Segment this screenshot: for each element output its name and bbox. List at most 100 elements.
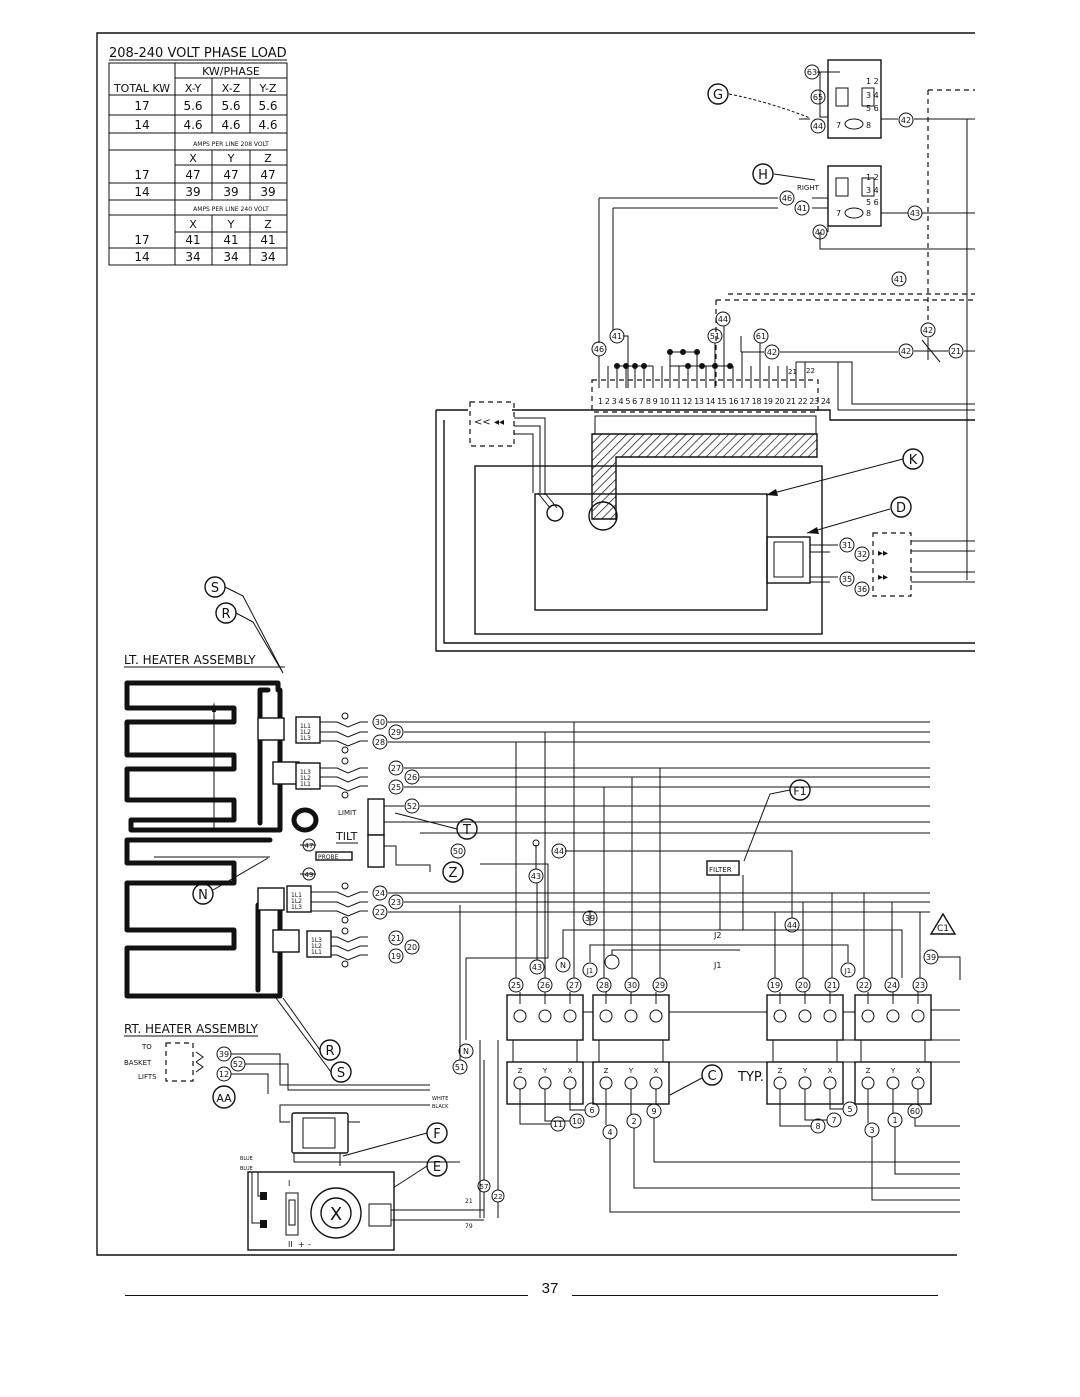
controller-board: [534, 493, 768, 611]
svg-text:36: 36: [857, 585, 867, 594]
svg-text:8: 8: [866, 209, 871, 218]
callout-h: H: [752, 163, 816, 185]
svg-text:44: 44: [787, 921, 797, 930]
svg-text:II: II: [288, 1240, 293, 1249]
svg-text:20: 20: [798, 981, 808, 990]
thermostat-connector: [469, 401, 515, 447]
table-cell: 5.6: [258, 99, 277, 113]
svg-text:39: 39: [219, 1050, 229, 1059]
wire-labels-middle: 43 44 39 44 J2 J1: [528, 843, 800, 970]
callout-r-bottom: R: [319, 1039, 341, 1061]
svg-text:50: 50: [453, 847, 463, 856]
callout-t: T: [394, 812, 478, 840]
callout-c1: C1: [929, 912, 957, 935]
svg-text:41: 41: [797, 204, 807, 213]
svg-text:1L2: 1L2: [300, 775, 311, 782]
svg-text:8: 8: [815, 1122, 820, 1131]
callout-s-bottom: S: [330, 1061, 352, 1083]
svg-text:1L3: 1L3: [311, 937, 322, 944]
svg-text:19: 19: [391, 952, 401, 961]
svg-text:H: H: [758, 168, 768, 183]
table-cell: 17: [134, 168, 149, 182]
svg-text:X: X: [828, 1067, 833, 1075]
table-cell: Y: [227, 152, 235, 165]
col-header-total-kw: TOTAL KW: [113, 82, 170, 95]
svg-text:1L2: 1L2: [300, 729, 311, 736]
svg-text:52: 52: [233, 1060, 243, 1069]
svg-text:10: 10: [572, 1117, 582, 1126]
lt-heater-label: LT. HEATER ASSEMBLY: [124, 653, 256, 667]
svg-text:J1: J1: [713, 961, 721, 970]
filter-label: FILTER: [709, 866, 732, 874]
footer-rule-right: [572, 1295, 938, 1296]
svg-text:46: 46: [782, 194, 792, 203]
svg-text:F1: F1: [793, 785, 806, 798]
svg-text:1L1: 1L1: [300, 723, 311, 730]
table-cell: 39: [185, 185, 200, 199]
table-cell: Z: [264, 218, 272, 231]
callout-f1: F1: [743, 779, 811, 862]
basket-lifts: TO BASKET LIFTS 39 52 12: [124, 1042, 246, 1082]
svg-text:AA: AA: [216, 1092, 232, 1105]
table-cell: X: [189, 152, 197, 165]
typ-label: TYP.: [737, 1070, 764, 1085]
svg-text:22: 22: [806, 367, 815, 375]
svg-text:T: T: [462, 823, 471, 838]
svg-text:1L3: 1L3: [291, 904, 302, 911]
svg-text:1L2: 1L2: [291, 898, 302, 905]
black-label: BLACK: [432, 1104, 449, 1110]
col-header-xz: X-Z: [222, 82, 241, 95]
svg-text:J1: J1: [844, 967, 852, 975]
svg-text:8: 8: [866, 121, 871, 130]
page-number: 37: [541, 1280, 559, 1297]
svg-text:N: N: [463, 1047, 469, 1056]
callout-f: F: [342, 1122, 448, 1157]
phase-load-table: 208-240 VOLT PHASE LOAD KW/PHASE TOTAL K…: [108, 46, 288, 266]
terminal-numbers: 1 2 3 4 5 6 7 8 9 10 11 12 13 14 15 16 1…: [598, 397, 831, 406]
table-cell: 14: [134, 118, 149, 132]
svg-text:25: 25: [391, 783, 401, 792]
svg-text:23: 23: [915, 981, 925, 990]
table-cell: 41: [260, 233, 275, 247]
svg-text:79: 79: [465, 1223, 473, 1230]
table-cell: Z: [264, 152, 272, 165]
callout-e: E: [392, 1155, 448, 1189]
kw-phase-header: KW/PHASE: [202, 65, 260, 78]
svg-text:44: 44: [554, 847, 564, 856]
table-cell: 34: [223, 250, 238, 264]
svg-text:S: S: [211, 581, 219, 596]
callout-g: G: [707, 83, 811, 119]
svg-text:60: 60: [910, 1107, 920, 1116]
svg-text:42: 42: [767, 348, 777, 357]
lt-heater-element: [124, 680, 283, 833]
svg-text:1 2: 1 2: [866, 77, 879, 86]
svg-text:3: 3: [869, 1126, 874, 1135]
table-cell: 5.6: [221, 99, 240, 113]
table-title: 208-240 VOLT PHASE LOAD: [109, 46, 287, 61]
svg-text:Z: Z: [449, 866, 458, 881]
svg-text:42: 42: [901, 116, 911, 125]
svg-text:LIFTS: LIFTS: [138, 1073, 157, 1081]
svg-text:43: 43: [531, 872, 541, 881]
svg-text:35: 35: [842, 575, 852, 584]
svg-text:D: D: [896, 501, 906, 516]
svg-text:21: 21: [827, 981, 837, 990]
svg-text:25: 25: [511, 981, 521, 990]
svg-text:1L1: 1L1: [300, 781, 311, 788]
svg-text:24: 24: [375, 889, 385, 898]
limit-switch: [367, 798, 385, 836]
tilt-label: TILT: [335, 830, 358, 843]
svg-text:1L1: 1L1: [311, 949, 322, 956]
footer-rule-left: [125, 1295, 528, 1296]
svg-text:1 2: 1 2: [866, 173, 879, 182]
svg-text:R: R: [325, 1044, 334, 1059]
svg-text:5 6: 5 6: [866, 198, 879, 207]
svg-text:R: R: [221, 607, 230, 622]
svg-text:42: 42: [901, 347, 911, 356]
svg-text:41: 41: [894, 275, 904, 284]
svg-text:23: 23: [391, 898, 401, 907]
table-cell: 41: [185, 233, 200, 247]
filter-relay: [706, 860, 740, 876]
table-cell: 5.6: [183, 99, 202, 113]
lt-heater-element-inner: [257, 687, 271, 826]
